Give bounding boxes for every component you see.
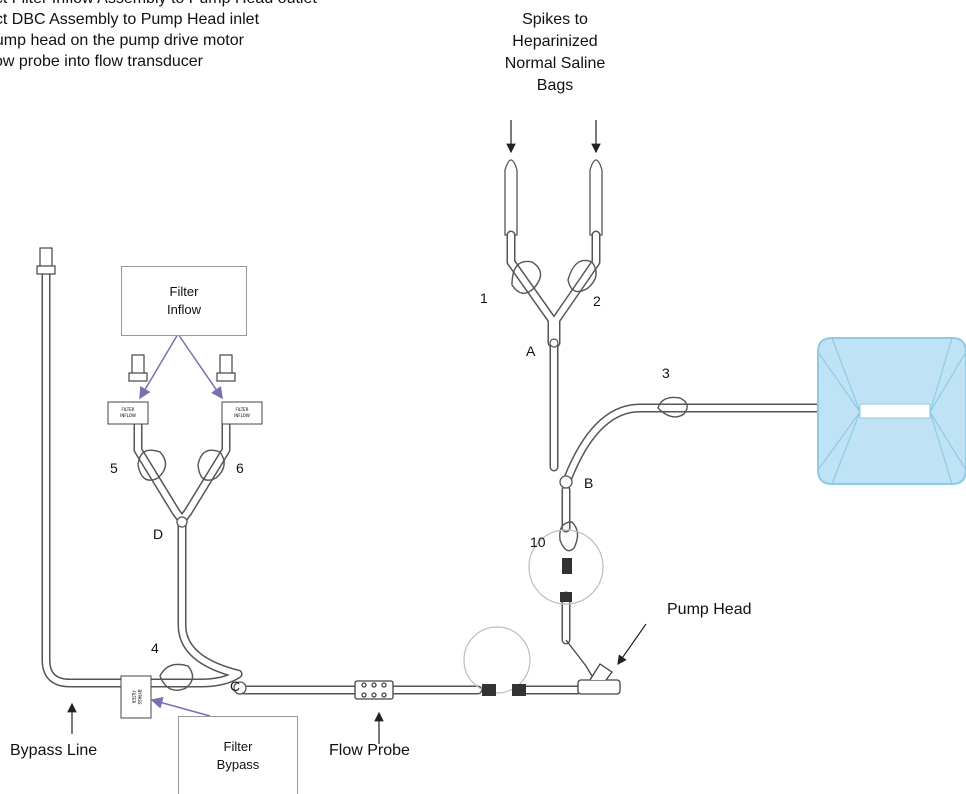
- svg-text:FILTER: FILTER: [131, 691, 136, 704]
- clamp-4: [159, 663, 194, 691]
- clamp-2: [567, 259, 597, 293]
- bypass-line-label: Bypass Line: [10, 742, 98, 759]
- luer-connectors: [36, 247, 236, 382]
- instruction-line-3: pump head on the pump drive motor: [0, 32, 244, 49]
- connector-detail-circle-1: [463, 626, 531, 694]
- filter-bypass-callout-line-1: Filter: [223, 739, 253, 754]
- flow-probe-label: Flow Probe: [329, 742, 410, 759]
- filter-inflow-tag-left: FILTER INFLOW: [107, 401, 149, 425]
- filter-inflow-arrow-right: [177, 333, 223, 400]
- clamp-6: [197, 449, 225, 481]
- clamp-group: [137, 259, 688, 691]
- filter-inflow-callout: Filter Inflow: [121, 266, 247, 336]
- connectors-detail: [482, 558, 572, 696]
- instruction-line-4: flow probe into flow transducer: [0, 53, 203, 70]
- clamp-number-2: 2: [593, 293, 601, 309]
- clamp-10: [559, 521, 579, 552]
- clamp-number-1: 1: [480, 290, 488, 306]
- junction-letter-a: A: [526, 343, 536, 359]
- spike-right: [589, 159, 603, 236]
- instruction-line-2: ect DBC Assembly to Pump Head inlet: [0, 11, 260, 28]
- flow-probe-device: [354, 680, 394, 700]
- saline-bag: [817, 337, 966, 485]
- pump-head: [565, 639, 621, 695]
- spikes-label-line-4: Bags: [536, 77, 574, 94]
- filter-bypass-tag: FILTER BYPASS: [120, 675, 152, 719]
- svg-text:INFLOW: INFLOW: [120, 413, 136, 418]
- y-connector-a: [549, 338, 559, 348]
- filter-bypass-arrow: [150, 697, 211, 717]
- filter-inflow-arrow-left: [139, 333, 179, 400]
- spikes-label-line-1: Spikes to: [522, 11, 588, 28]
- y-connector-c: [233, 681, 247, 695]
- pump-head-label: Pump Head: [667, 601, 752, 618]
- y-connector-d: [176, 516, 188, 528]
- clamp-number-5: 5: [110, 460, 118, 476]
- instruction-line-1: ect Filter Inflow Assembly to Pump Head …: [0, 0, 317, 9]
- connector-detail-circle-2: [528, 529, 604, 605]
- junction-letter-d: D: [153, 526, 164, 542]
- filter-inflow-callout-line-2: Inflow: [167, 302, 201, 317]
- clamp-number-4: 4: [151, 640, 159, 656]
- clamp-1: [511, 260, 542, 294]
- filter-inflow-callout-line-1: Filter: [169, 284, 199, 299]
- clamp-number-3: 3: [662, 365, 670, 381]
- spikes-label: Spikes to Heparinized Normal Saline Bags: [480, 9, 630, 97]
- spike-left: [504, 159, 518, 236]
- svg-text:FILTER: FILTER: [236, 407, 249, 412]
- clamp-3: [657, 396, 688, 418]
- filter-bypass-callout-line-2: Bypass: [216, 757, 260, 772]
- svg-text:INFLOW: INFLOW: [234, 413, 250, 418]
- y-connector-b: [559, 475, 573, 489]
- junction-letter-c: C: [230, 678, 241, 694]
- pump-head-arrow: [617, 623, 647, 665]
- clamp-number-10: 10: [530, 534, 546, 550]
- filter-inflow-tag-right: FILTER INFLOW: [221, 401, 263, 425]
- clamp-5: [137, 449, 167, 481]
- spikes-label-line-2: Heparinized: [512, 33, 598, 50]
- filter-bypass-callout: Filter Bypass: [178, 716, 298, 794]
- clamp-number-6: 6: [236, 460, 244, 476]
- svg-text:BYPASS: BYPASS: [137, 690, 142, 705]
- junction-letter-b: B: [584, 475, 594, 491]
- svg-text:FILTER: FILTER: [122, 407, 135, 412]
- spikes-label-line-3: Normal Saline: [504, 55, 606, 72]
